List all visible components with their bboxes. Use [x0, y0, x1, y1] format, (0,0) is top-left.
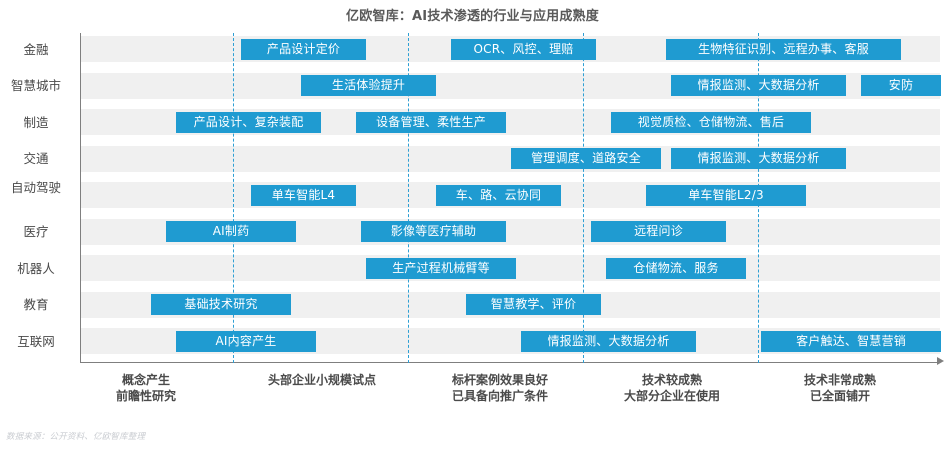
source-note: 数据来源：公开资料、亿欧智库整理: [6, 432, 146, 442]
category-label-line: 智慧城市: [10, 78, 61, 93]
stage-caption-line: 头部企业小规模试点: [267, 373, 376, 387]
application-bar[interactable]: 情报监测、大数据分析: [671, 148, 846, 169]
application-bar[interactable]: 客户触达、智慧营销: [761, 330, 941, 352]
stage-caption-line: 概念产生: [121, 373, 170, 387]
application-bar[interactable]: 设备管理、柔性生产: [356, 111, 506, 133]
category-label-医疗: 医疗: [0, 224, 72, 239]
category-label-制造: 制造: [0, 115, 72, 130]
category-label-line: 互联网: [17, 333, 55, 349]
application-bar[interactable]: AI制药: [166, 221, 296, 242]
stage-divider-3: [583, 33, 584, 363]
application-bar[interactable]: 管理调度、道路安全: [511, 148, 661, 169]
application-bar[interactable]: 远程问诊: [591, 221, 726, 242]
chart-title: 亿欧智库：AI技术渗透的行业与应用成熟度: [346, 9, 599, 24]
stage-caption-line: 前瞻性研究: [115, 389, 176, 403]
stage-caption-line: 技术非常成熟: [803, 373, 876, 387]
stage-caption-line: 已全面铺开: [809, 389, 870, 403]
category-label-line: 自动: [10, 180, 36, 195]
stage-caption-1: 概念产生前瞻性研究: [56, 372, 236, 404]
category-label-自动驾驶: 自动驾驶: [0, 180, 72, 195]
category-label-line: 金融: [23, 41, 49, 57]
category-label-line: 制造: [23, 114, 49, 130]
stage-caption-2: 头部企业小规模试点: [232, 372, 412, 388]
category-label-line: 驾驶: [36, 180, 62, 195]
application-bar[interactable]: 产品设计、复杂装配: [176, 111, 321, 133]
stage-caption-line: 标杆案例效果良好: [451, 373, 548, 387]
application-bar[interactable]: 单车智能L4: [251, 184, 356, 206]
stage-caption-line: 大部分企业在使用: [623, 389, 720, 403]
category-label-line: 交通: [23, 151, 49, 166]
application-bar[interactable]: 产品设计定价: [241, 38, 366, 60]
category-label-交通: 交通: [0, 151, 72, 166]
stage-caption-4: 技术较成熟大部分企业在使用: [582, 372, 762, 404]
stage-divider-1: [233, 33, 234, 363]
application-bar[interactable]: 生活体验提升: [301, 75, 436, 96]
application-bar[interactable]: 视觉质检、仓储物流、售后: [611, 111, 811, 133]
application-bar[interactable]: 生物特征识别、远程办事、客服: [666, 38, 901, 60]
application-bar[interactable]: 单车智能L2/3: [646, 184, 806, 206]
application-bar[interactable]: 情报监测、大数据分析: [671, 75, 846, 96]
application-bar[interactable]: 基础技术研究: [151, 294, 291, 315]
application-bar[interactable]: 车、路、云协同: [436, 184, 561, 206]
stage-caption-5: 技术非常成熟已全面铺开: [750, 372, 930, 404]
x-axis-arrow-icon: [937, 357, 944, 365]
category-label-机器人: 机器人: [0, 261, 72, 276]
stage-caption-line: 技术较成熟: [641, 373, 702, 387]
stage-caption-3: 标杆案例效果良好已具备向推广条件: [410, 372, 590, 404]
stage-caption-line: 已具备向推广条件: [451, 389, 548, 403]
application-bar[interactable]: 仓储物流、服务: [606, 257, 746, 279]
application-bar[interactable]: 安防: [861, 75, 941, 96]
application-bar[interactable]: 生产过程机械臂等: [366, 257, 516, 279]
application-bar[interactable]: 影像等医疗辅助: [361, 221, 506, 242]
category-label-智慧城市: 智慧城市: [0, 78, 72, 93]
application-bar[interactable]: AI内容产生: [176, 330, 316, 352]
application-bar[interactable]: 情报监测、大数据分析: [521, 330, 696, 352]
stage-divider-2: [408, 33, 409, 363]
category-label-line: 医疗: [23, 224, 49, 239]
application-bar[interactable]: OCR、风控、理赔: [451, 38, 596, 60]
category-label-金融: 金融: [0, 42, 72, 57]
category-label-line: 机器人: [17, 260, 55, 276]
category-label-教育: 教育: [0, 297, 72, 312]
application-bar[interactable]: 智慧教学、评价: [466, 294, 601, 315]
category-label-line: 教育: [23, 297, 49, 312]
category-label-互联网: 互联网: [0, 334, 72, 349]
